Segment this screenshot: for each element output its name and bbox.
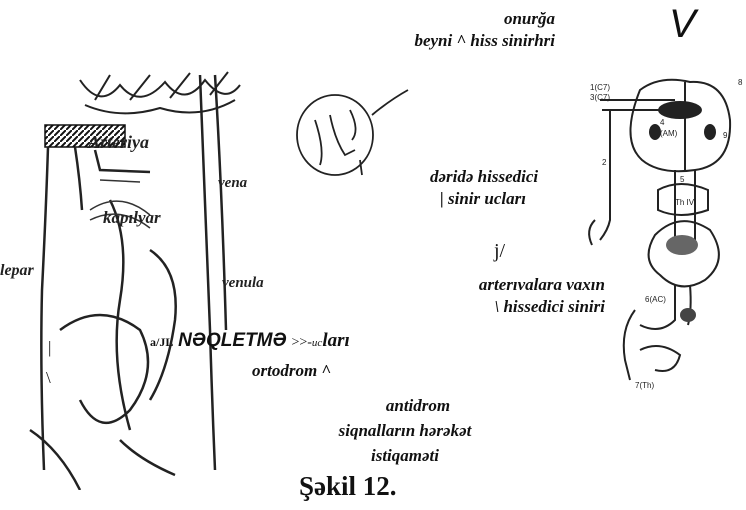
conduction-arrow: >>- bbox=[291, 335, 311, 350]
corner-mark: V bbox=[669, 2, 696, 47]
nerve-ending-inset bbox=[290, 80, 410, 190]
label-2: 2 bbox=[602, 158, 607, 167]
artery-nerve-label: arterıvalara vaxın \ hissedici siniri bbox=[425, 274, 605, 318]
vessel-illustration: Arteriya kapılyar vena venula lepar bbox=[0, 70, 300, 490]
conduction-main: NƏQLETMƏ bbox=[178, 330, 287, 351]
antidrom-line2: siqnalların hərəkət bbox=[300, 418, 510, 443]
skin-receptor-line1: dəridə hissedici bbox=[420, 166, 538, 188]
skin-receptor-label: dəridə hissedici | sinir ucları bbox=[420, 166, 538, 210]
label-sym: (AM) bbox=[660, 129, 678, 138]
label-1c7: 1(C7) bbox=[590, 83, 610, 92]
ortodrom-label: ortodrom ^ bbox=[252, 361, 331, 381]
antidrom-block: antidrom siqnalların hərəkət istiqaməti bbox=[300, 393, 510, 468]
skin-receptor-line2: | sinir ucları bbox=[420, 188, 538, 210]
vena-label: vena bbox=[218, 175, 248, 191]
venula-label: venula bbox=[222, 275, 264, 291]
conduction-label: a/JL NƏQLETMƏ >>-ucları bbox=[150, 330, 350, 352]
label-6ac: 6(AC) bbox=[645, 295, 666, 304]
artery-nerve-line1: arterıvalara vaxın bbox=[425, 274, 605, 296]
artery-nerve-line2: \ hissedici siniri bbox=[425, 296, 605, 318]
antidrom-line3: istiqaməti bbox=[300, 443, 510, 468]
left-pipe-mark: | bbox=[48, 338, 51, 358]
label-4: 4 bbox=[660, 118, 665, 127]
lepar-label: lepar bbox=[0, 262, 35, 279]
left-backslash-mark: \ bbox=[46, 368, 51, 388]
label-th4: Th IV bbox=[675, 198, 695, 207]
label-9: 9 bbox=[723, 131, 728, 140]
label-7th: 7(Th) bbox=[635, 381, 654, 390]
conduction-small: uc bbox=[312, 337, 322, 349]
label-5: 5 bbox=[680, 175, 685, 184]
conduction-prefix: a/JL bbox=[150, 335, 173, 349]
antidrom-line1: antidrom bbox=[300, 393, 510, 418]
spinal-cord-schematic: 3(C7) 1(C7) 8 4 9 5 Th IV (AM) 6(AC) 7(T… bbox=[580, 70, 746, 400]
label-3c7: 3(C7) bbox=[590, 93, 610, 102]
label-8: 8 bbox=[738, 78, 743, 87]
figure-caption: Şəkil 12. bbox=[299, 471, 397, 502]
spinal-cord-label: onurğa beyni ^ hiss sinirhri bbox=[340, 8, 555, 52]
spinal-cord-label-line2: beyni ^ hiss sinirhri bbox=[340, 30, 555, 52]
kapilyar-label: kapılyar bbox=[103, 208, 161, 227]
arteriya-label: Arteriya bbox=[87, 132, 149, 152]
conduction-end: ları bbox=[322, 330, 349, 351]
spinal-cord-label-line1: onurğa bbox=[340, 8, 555, 30]
stray-mark: j/ bbox=[494, 240, 505, 263]
